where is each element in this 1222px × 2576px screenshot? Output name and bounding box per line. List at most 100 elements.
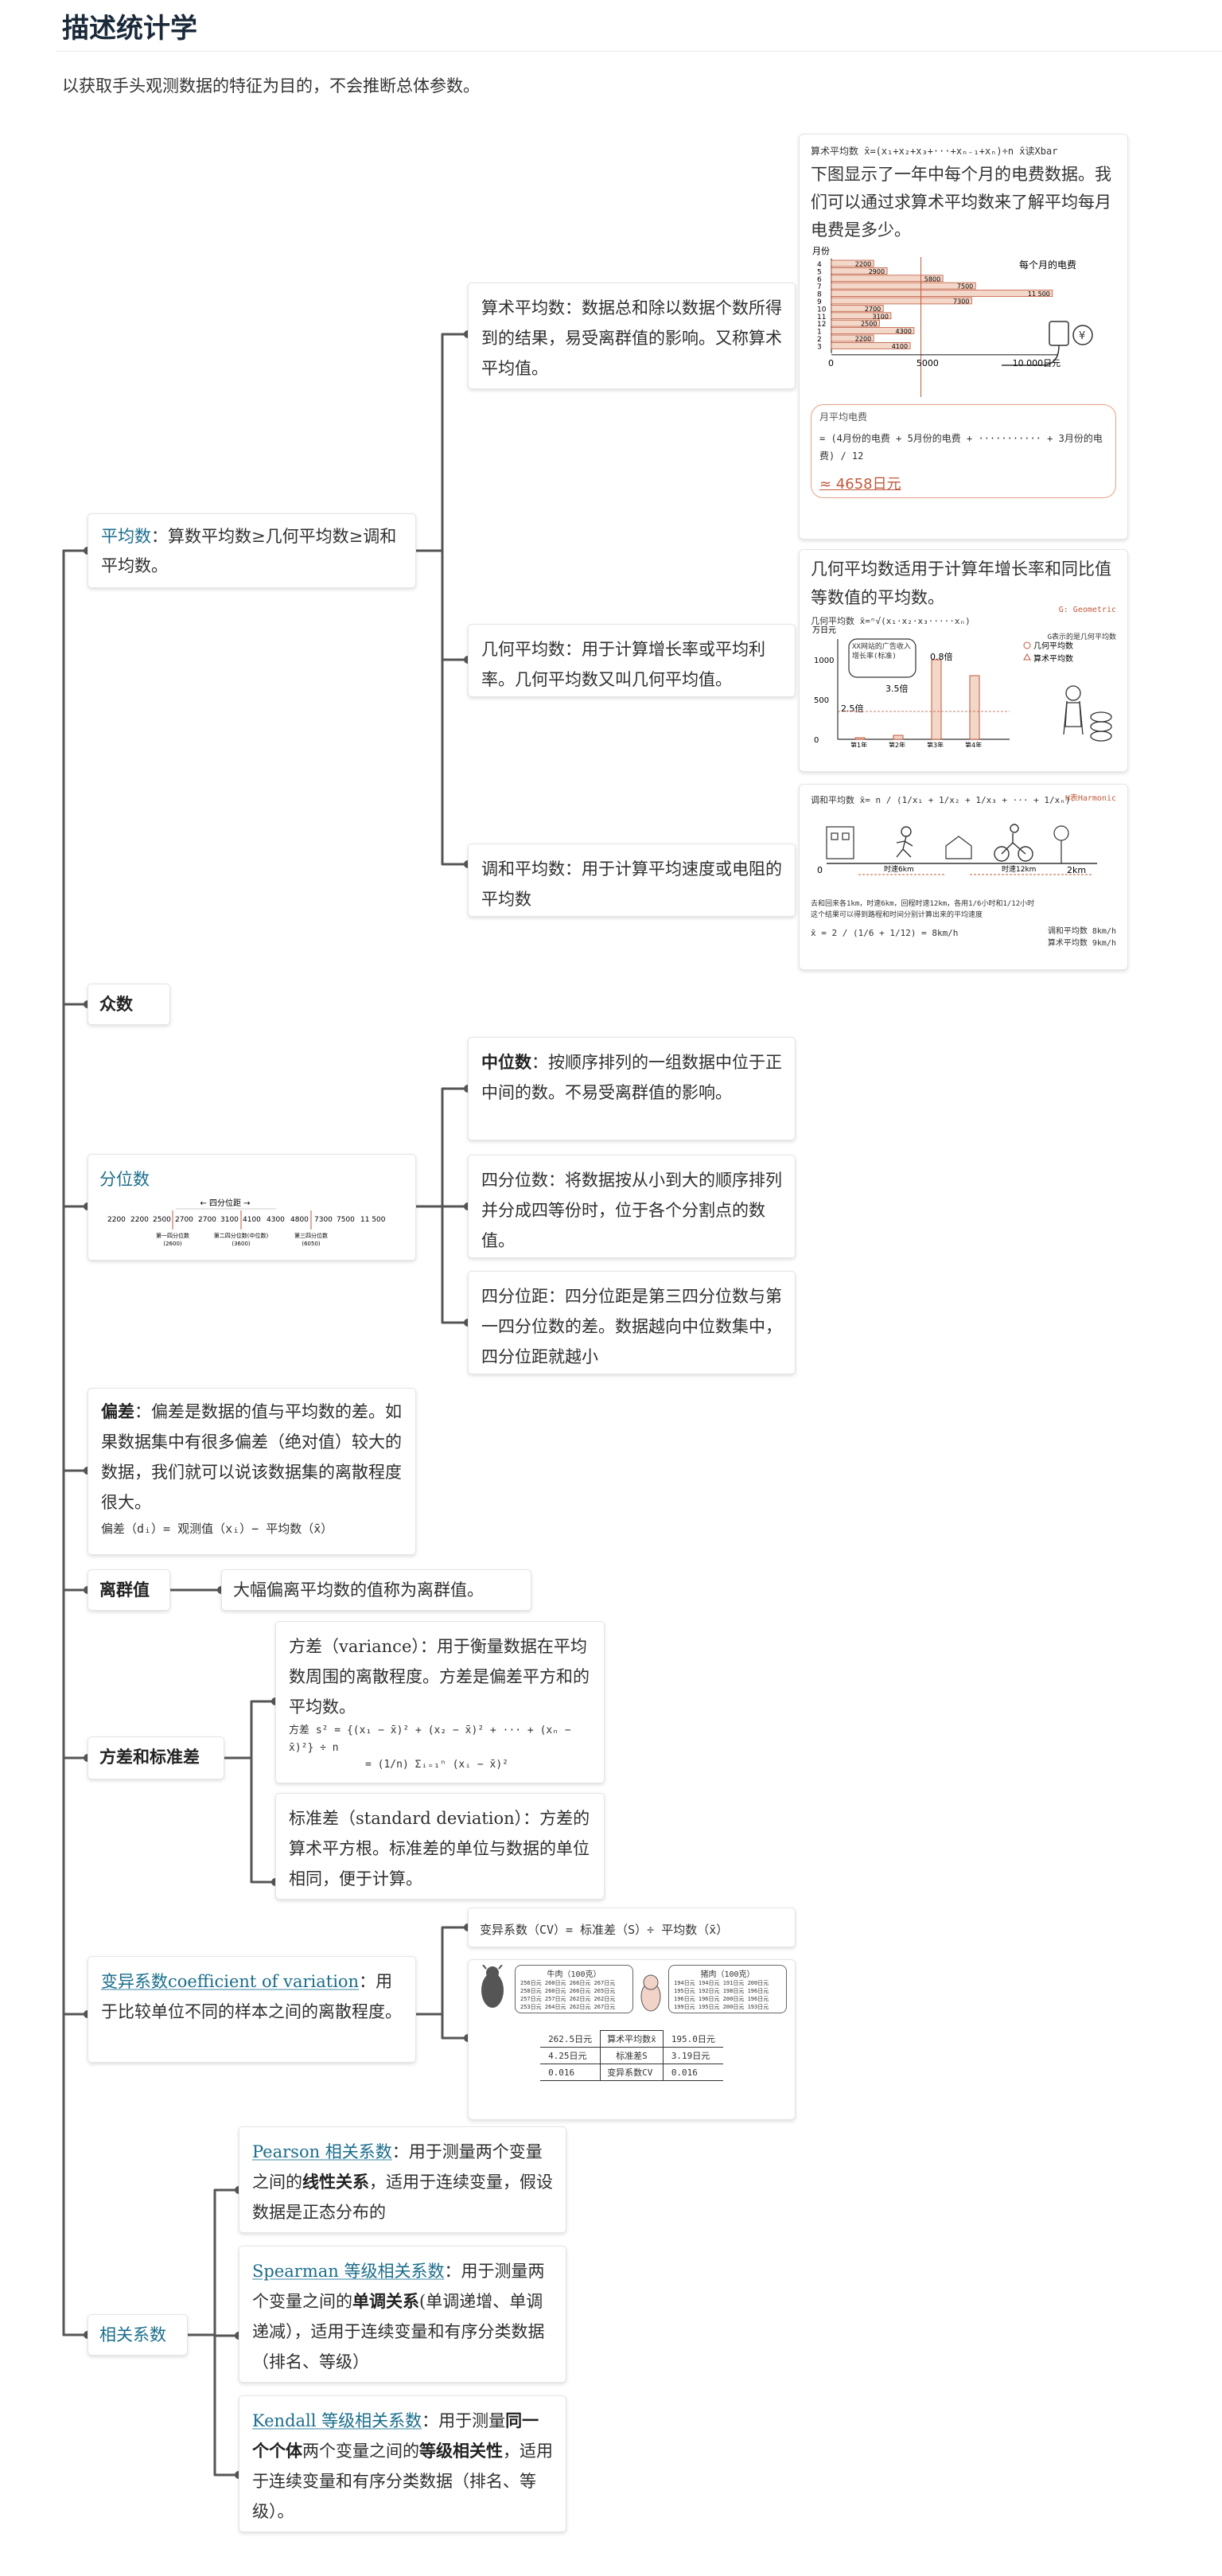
axis-label-month: 月份 <box>812 246 830 256</box>
iqr-node[interactable]: 四分位距：四分位距是第三四分位数与第一四分位数的差。数据越向中位数集中，四分位距… <box>468 1271 796 1374</box>
person-with-tires-icon <box>1063 685 1112 742</box>
sd-desc: 标准差（standard deviation）：方差的算术平方根。标准差的单位与… <box>289 1809 590 1888</box>
svg-text:时速12km: 时速12km <box>1002 864 1036 874</box>
kendall-node[interactable]: Kendall 等级相关系数：用于测量同一个个体两个变量之间的等级相关性，适用于… <box>239 2395 566 2532</box>
geo-y-tick: 0 <box>814 736 819 745</box>
arithmetic-mean-node[interactable]: 算术平均数：数据总和除以数据个数所得到的结果，易受离群值的影响。又称算术平均值。 <box>468 283 796 389</box>
bar-value-label: 2200 <box>855 336 871 343</box>
quartile-data-value: 7500 <box>337 1216 355 1224</box>
x-tick-label: 0 <box>828 358 834 368</box>
quartile-text: 四分位数：将数据按从小到大的顺序排列并分成四等份时，位于各个分割点的数值。 <box>481 1171 782 1250</box>
deviation-node[interactable]: 偏差：偏差是数据的值与平均数的差。如果数据集中有很多偏差（绝对值）较大的数据，我… <box>88 1388 416 1555</box>
spearman-text-b: 单调关系 <box>352 2291 419 2311</box>
spearman-text-c: (单调递增、单调递减），适用于连续变量和有序分类数据（排名、等级） <box>252 2292 545 2371</box>
month-tick: 12 <box>817 321 826 329</box>
table-row: 262.5日元 算术平均数x̄ 195.0日元 <box>540 2030 723 2048</box>
geo-bar <box>931 659 942 740</box>
bar-value-label: 5800 <box>924 275 940 283</box>
standard-deviation-node[interactable]: 标准差（standard deviation）：方差的算术平方根。标准差的单位与… <box>275 1793 605 1900</box>
geo-bar <box>854 737 866 740</box>
pearson-node[interactable]: Pearson 相关系数：用于测量两个变量之间的线性关系，适用于连续变量，假设数… <box>239 2126 566 2233</box>
outlier-desc-node[interactable]: 大幅偏离平均数的值称为离群值。 <box>221 1569 531 1611</box>
chart-legend: 每个月的电费 <box>1019 259 1076 271</box>
geo-note: G表示的是几何平均数 <box>1047 633 1116 641</box>
bar <box>831 334 874 342</box>
quantile-term: 分位数 <box>99 1170 150 1189</box>
arithmetic-mean-text: 算术平均数：数据总和除以数据个数所得到的结果，易受离群值的影响。又称算术平均值。 <box>481 298 782 378</box>
variance-sd-node[interactable]: 方差和标准差 <box>88 1736 224 1779</box>
arith-calc-box: 月平均电费 = (4月份的电费 + 5月份的电费 + ··········· +… <box>811 404 1116 498</box>
quartile-marker-value: (2600) <box>163 1241 182 1247</box>
variance-formula-2: = (1/n) Σᵢ₌₁ⁿ (xᵢ − x̄)² <box>365 1759 509 1771</box>
bar <box>831 319 880 327</box>
quartile-node[interactable]: 四分位数：将数据按从小到大的顺序排列并分成四等份时，位于各个分割点的数值。 <box>468 1155 796 1258</box>
mode-node[interactable]: 众数 <box>88 984 170 1025</box>
commute-speed-illustration: 0 时速6km 时速12km 2km <box>817 824 1097 875</box>
harm-tag: H表Harmonic <box>1064 794 1116 803</box>
bar-value-label: 2700 <box>865 306 881 313</box>
quartile-marker-value: (6050) <box>302 1241 321 1247</box>
page-title: 描述统计学 <box>62 13 197 45</box>
cyclist-icon <box>994 824 1033 862</box>
arith-calc: = (4月份的电费 + 5月份的电费 + ··········· + 3月份的电… <box>819 433 1103 462</box>
geo-bar <box>969 675 980 740</box>
house-icon <box>945 836 972 859</box>
bar-value-label: 11 500 <box>1028 290 1050 298</box>
quartile-data-value: 7300 <box>314 1216 333 1224</box>
svg-text:¥: ¥ <box>1079 330 1085 342</box>
quartile-data-value: 2500 <box>153 1216 171 1224</box>
median-node[interactable]: 中位数：按顺序排列的一组数据中位于正中间的数。不易受离群值的影响。 <box>468 1037 796 1140</box>
geometric-mean-node[interactable]: 几何平均数：用于计算增长率或平均利率。几何平均数又叫几何平均值。 <box>468 624 796 697</box>
geo-bar-label: 第1年 <box>850 741 867 747</box>
table-row: 0.016 变异系数CV 0.016 <box>540 2064 723 2081</box>
bar-value-label: 3100 <box>873 313 889 320</box>
quartile-marker-label: 第二四分位数(中位数) <box>214 1232 269 1239</box>
harmonic-mean-node[interactable]: 调和平均数：用于计算平均速度或电阻的平均数 <box>468 844 796 917</box>
cv-desc: ：用于比较单位不同的样本之间的离散程度。 <box>101 1972 402 2021</box>
month-tick: 5 <box>817 268 822 276</box>
spearman-text-a: ：用于测量两个变量之间的 <box>252 2262 545 2311</box>
kendall-text-e: ，适用于连续变量和有序分类数据（排名、等级）。 <box>252 2442 553 2521</box>
harmonic-mean-figure: 调和平均数 x̄= n / (1/x₁ + 1/x₂ + 1/x₃ + ··· … <box>799 784 1128 970</box>
variance-node[interactable]: 方差（variance）：用于衡量数据在平均数周围的离散程度。方差是偏差平方和的… <box>275 1621 605 1783</box>
deviation-desc: ：偏差是数据的值与平均数的差。如果数据集中有很多偏差（绝对值）较大的数据，我们就… <box>101 1402 402 1512</box>
quartile-data-value: 3100 <box>220 1216 239 1224</box>
kendall-text-a: ：用于测量 <box>422 2411 506 2430</box>
growth-ratio-label: 0.8倍 <box>930 651 953 662</box>
bar <box>831 267 888 275</box>
variance-term: 方差和标准差 <box>99 1747 200 1767</box>
bar <box>831 275 944 283</box>
arithmetic-mean-figure: 算术平均数 x̄=(x₁+x₂+x₃+···+xₙ₋₁+xₙ)÷n x̄读Xba… <box>799 134 1128 540</box>
quartile-marker-label: 第一四分位数 <box>156 1232 189 1239</box>
cv-node[interactable]: 变异系数coefficient of variation：用于比较单位不同的样本… <box>88 1956 416 2063</box>
quartile-marker-value: (3600) <box>232 1241 251 1247</box>
spearman-node[interactable]: Spearman 等级相关系数：用于测量两个变量之间的单调关系(单调递增、单调递… <box>239 2246 566 2383</box>
cv-comparison-table: 262.5日元 算术平均数x̄ 195.0日元 4.25日元 标准差S 3.19… <box>540 2030 723 2081</box>
cv-formula-node[interactable]: 变异系数（CV）= 标准差（S）÷ 平均数（x̄） <box>468 1908 796 1947</box>
svg-text:2km: 2km <box>1067 865 1086 875</box>
outlier-node[interactable]: 离群值 <box>88 1569 170 1611</box>
geo-tag: G: Geometric <box>1058 606 1116 614</box>
geo-bar <box>893 735 904 740</box>
runner-icon <box>896 826 913 858</box>
quartile-data-value: 2200 <box>130 1216 149 1224</box>
bar <box>831 297 972 305</box>
beef-price-box: 牛肉（100克） 256日元 260日元 266日元 267日元 258日元 2… <box>515 1965 633 2013</box>
correlation-node[interactable]: 相关系数 <box>88 2314 188 2356</box>
geo-bubble: XX网站的广告收入增长率(标准) <box>848 638 916 678</box>
harm-line1: 去和回来各1km，时速6km，回程时速12km，各用1/6小时和1/12小时 <box>811 900 1035 908</box>
bar-value-label: 7300 <box>953 298 969 306</box>
bar-value-label: 7500 <box>957 283 973 290</box>
mean-node[interactable]: 平均数：算数平均数≥几何平均数≥调和平均数。 <box>88 513 416 588</box>
cv-term: 变异系数coefficient of variation <box>101 1972 360 1991</box>
quartile-data-value: 2700 <box>198 1216 216 1224</box>
median-term: 中位数 <box>481 1052 531 1072</box>
arithmetic-formula: 算术平均数 x̄=(x₁+x₂+x₃+···+xₙ₋₁+xₙ)÷n x̄读Xba… <box>811 146 1058 157</box>
cv-figure: 牛肉（100克） 256日元 260日元 266日元 267日元 258日元 2… <box>468 1959 796 2120</box>
svg-text:算术平均数: 算术平均数 <box>1033 653 1073 664</box>
quartile-data-value: 4300 <box>267 1216 285 1224</box>
kendall-text-b: 同一个个体 <box>252 2410 539 2461</box>
school-building-icon <box>826 826 854 859</box>
